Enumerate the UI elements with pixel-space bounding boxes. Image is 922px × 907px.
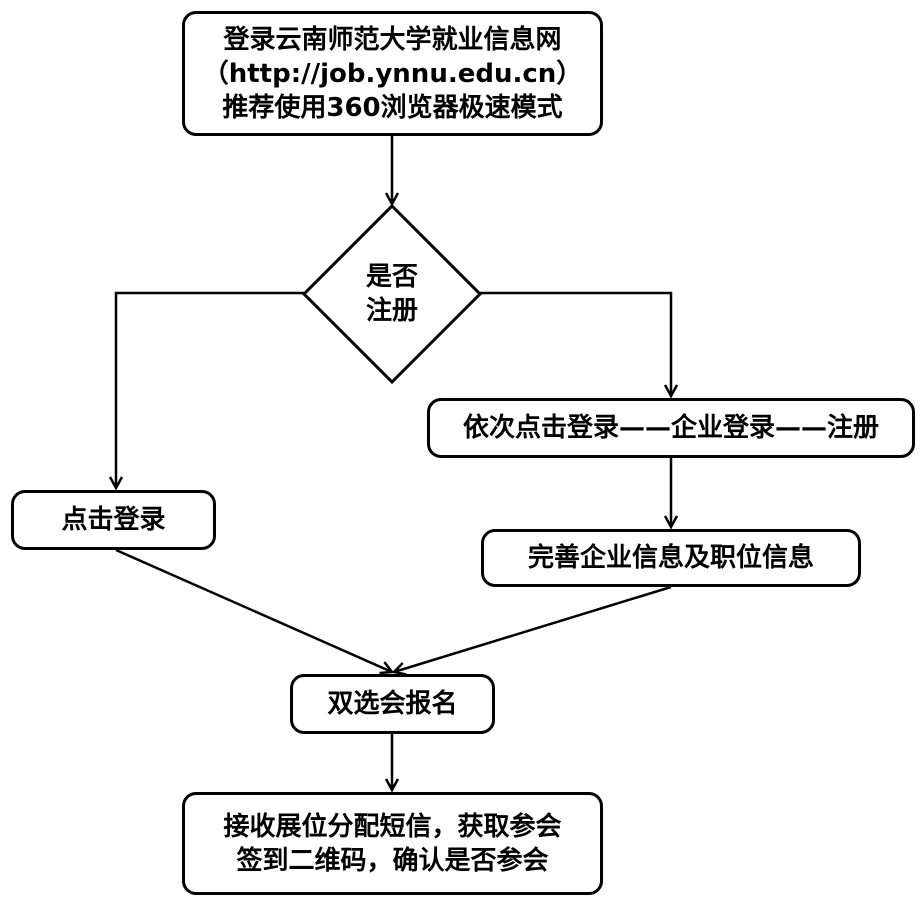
decision-node: 是否 注册 [332,260,452,328]
complete-info-node: 完善企业信息及职位信息 [481,529,861,587]
complete-info-node-label: 完善企业信息及职位信息 [527,543,814,573]
start-node: 登录云南师范大学就业信息网 （http://job.ynnu.edu.cn） 推… [182,11,603,136]
decision-diamond [301,203,483,385]
decision-node-line-1: 是否 [365,262,418,292]
decision-node-line-2: 注册 [365,296,418,326]
click-login-node: 点击登录 [11,490,216,550]
final-node-line-2: 签到二维码，确认是否参会 [236,845,549,876]
register-path-node-label: 依次点击登录——企业登录——注册 [462,413,879,443]
register-path-node: 依次点击登录——企业登录——注册 [427,398,915,458]
job-fair-signup-node: 双选会报名 [290,674,495,734]
start-node-line-1: 登录云南师范大学就业信息网 [223,24,562,55]
arrow-click-login-to-job-fair [115,548,392,672]
start-node-line-2: （http://job.ynnu.edu.cn） [202,58,583,89]
final-node-line-1: 接收展位分配短信，获取参会 [223,811,562,842]
arrow-decision-to-click-login [116,291,304,488]
job-fair-signup-node-label: 双选会报名 [327,689,458,719]
arrow-decision-to-register [480,291,671,396]
click-login-node-label: 点击登录 [61,505,166,535]
final-node: 接收展位分配短信，获取参会 签到二维码，确认是否参会 [182,792,603,895]
arrow-complete-info-to-job-fair [394,585,672,672]
start-node-line-3: 推荐使用360浏览器极速模式 [222,92,563,123]
